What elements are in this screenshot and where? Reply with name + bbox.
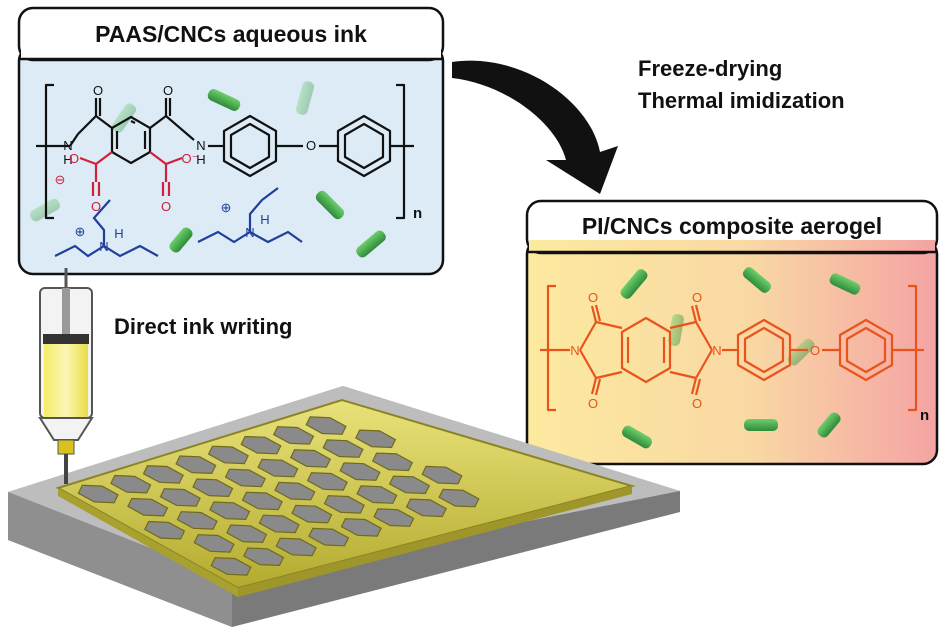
svg-text:⊕: ⊕ xyxy=(221,200,232,215)
svg-text:N: N xyxy=(63,138,72,153)
paas-atom-labels: O O N H N H O O ⊖ O O⁻ O n xyxy=(55,83,423,222)
printing-label: Direct ink writing xyxy=(114,314,292,339)
carboxylate-groups xyxy=(79,151,183,196)
honeycomb-cell xyxy=(127,497,169,517)
honeycomb-cell xyxy=(291,504,333,524)
svg-text:O: O xyxy=(69,151,79,166)
svg-text:N: N xyxy=(245,225,254,240)
honeycomb-cell xyxy=(306,472,348,491)
svg-text:⊕: ⊕ xyxy=(75,224,86,239)
cnc-rods-aerogel xyxy=(620,267,861,449)
honeycomb-cell xyxy=(210,557,252,576)
svg-text:O: O xyxy=(692,396,702,411)
svg-text:O: O xyxy=(163,83,173,98)
honeycomb-cell xyxy=(275,537,317,557)
svg-text:H: H xyxy=(260,212,269,227)
honeycomb-cell xyxy=(388,475,431,495)
honeycomb-cell xyxy=(373,508,415,527)
honeycomb-cell xyxy=(356,485,398,504)
repeat-index-left: n xyxy=(413,205,422,222)
honeycomb-cell xyxy=(289,449,332,468)
ink-panel: PAAS/CNCs aqueous ink xyxy=(17,6,445,276)
honeycomb-cell xyxy=(176,511,218,530)
svg-text:O: O xyxy=(810,343,820,358)
svg-text:N: N xyxy=(570,343,579,358)
honeycomb-cell xyxy=(241,491,283,511)
svg-text:O: O xyxy=(588,290,598,305)
svg-text:H: H xyxy=(114,226,123,241)
honeycomb-cell xyxy=(110,474,152,494)
honeycomb-cell xyxy=(355,429,397,449)
svg-text:O: O xyxy=(93,83,103,98)
repeat-index-right: n xyxy=(920,407,929,424)
honeycomb-cell xyxy=(142,465,184,484)
honeycomb-cell xyxy=(340,518,382,537)
svg-text:H: H xyxy=(63,152,72,167)
svg-text:⊖: ⊖ xyxy=(55,172,66,187)
pi-atom-labels: O O O O N N O n xyxy=(570,290,929,424)
ammonium-labels: N H ⊕ N H ⊕ xyxy=(75,200,270,254)
honeycomb-cell xyxy=(308,527,350,547)
honeycomb-cell xyxy=(405,498,447,518)
honeycomb-cell xyxy=(272,426,315,445)
honeycomb-cell xyxy=(159,488,201,507)
honeycomb-cell xyxy=(438,488,480,508)
honeycomb-cell xyxy=(322,439,364,458)
honeycomb-cell xyxy=(258,514,300,534)
honeycomb-cell xyxy=(305,416,347,435)
svg-text:O: O xyxy=(692,290,702,305)
syringe xyxy=(38,268,94,484)
honeycomb-cell xyxy=(209,501,251,521)
honeycomb-cell xyxy=(193,534,235,553)
process-step-1: Freeze-drying xyxy=(638,56,782,81)
svg-text:O: O xyxy=(161,199,171,214)
honeycomb-cell xyxy=(207,445,249,465)
svg-text:H: H xyxy=(196,152,205,167)
honeycomb-cell xyxy=(226,524,268,544)
honeycomb-cell xyxy=(274,481,316,501)
honeycomb-cell xyxy=(77,484,119,504)
svg-text:O: O xyxy=(588,396,598,411)
honeycomb-cell xyxy=(224,468,266,488)
svg-text:O⁻: O⁻ xyxy=(182,151,199,166)
svg-text:N: N xyxy=(99,239,108,254)
pi-structure xyxy=(540,284,924,412)
honeycomb-cell xyxy=(243,547,285,567)
honeycomb-cell xyxy=(339,462,381,481)
honeycomb-cell xyxy=(240,435,282,455)
svg-text:O: O xyxy=(306,138,316,153)
process-step-2: Thermal imidization xyxy=(638,88,845,113)
paas-structure xyxy=(36,83,414,220)
honeycomb-cell xyxy=(371,452,414,472)
honeycomb-cell xyxy=(323,495,365,514)
aerogel-panel-title: PI/CNCs composite aerogel xyxy=(582,213,882,239)
svg-text:O: O xyxy=(91,199,101,214)
honeycomb-cell xyxy=(421,465,463,485)
honeycomb-cell xyxy=(257,458,299,478)
ink-panel-title: PAAS/CNCs aqueous ink xyxy=(95,21,367,47)
triethylammonium-ions xyxy=(54,187,303,258)
process-arrow xyxy=(452,60,618,195)
honeycomb-lattice xyxy=(55,398,636,597)
honeycomb-cell xyxy=(192,478,234,498)
svg-text:N: N xyxy=(712,343,721,358)
svg-text:N: N xyxy=(196,138,205,153)
honeycomb-cell xyxy=(144,520,186,540)
honeycomb-cell xyxy=(175,455,217,475)
